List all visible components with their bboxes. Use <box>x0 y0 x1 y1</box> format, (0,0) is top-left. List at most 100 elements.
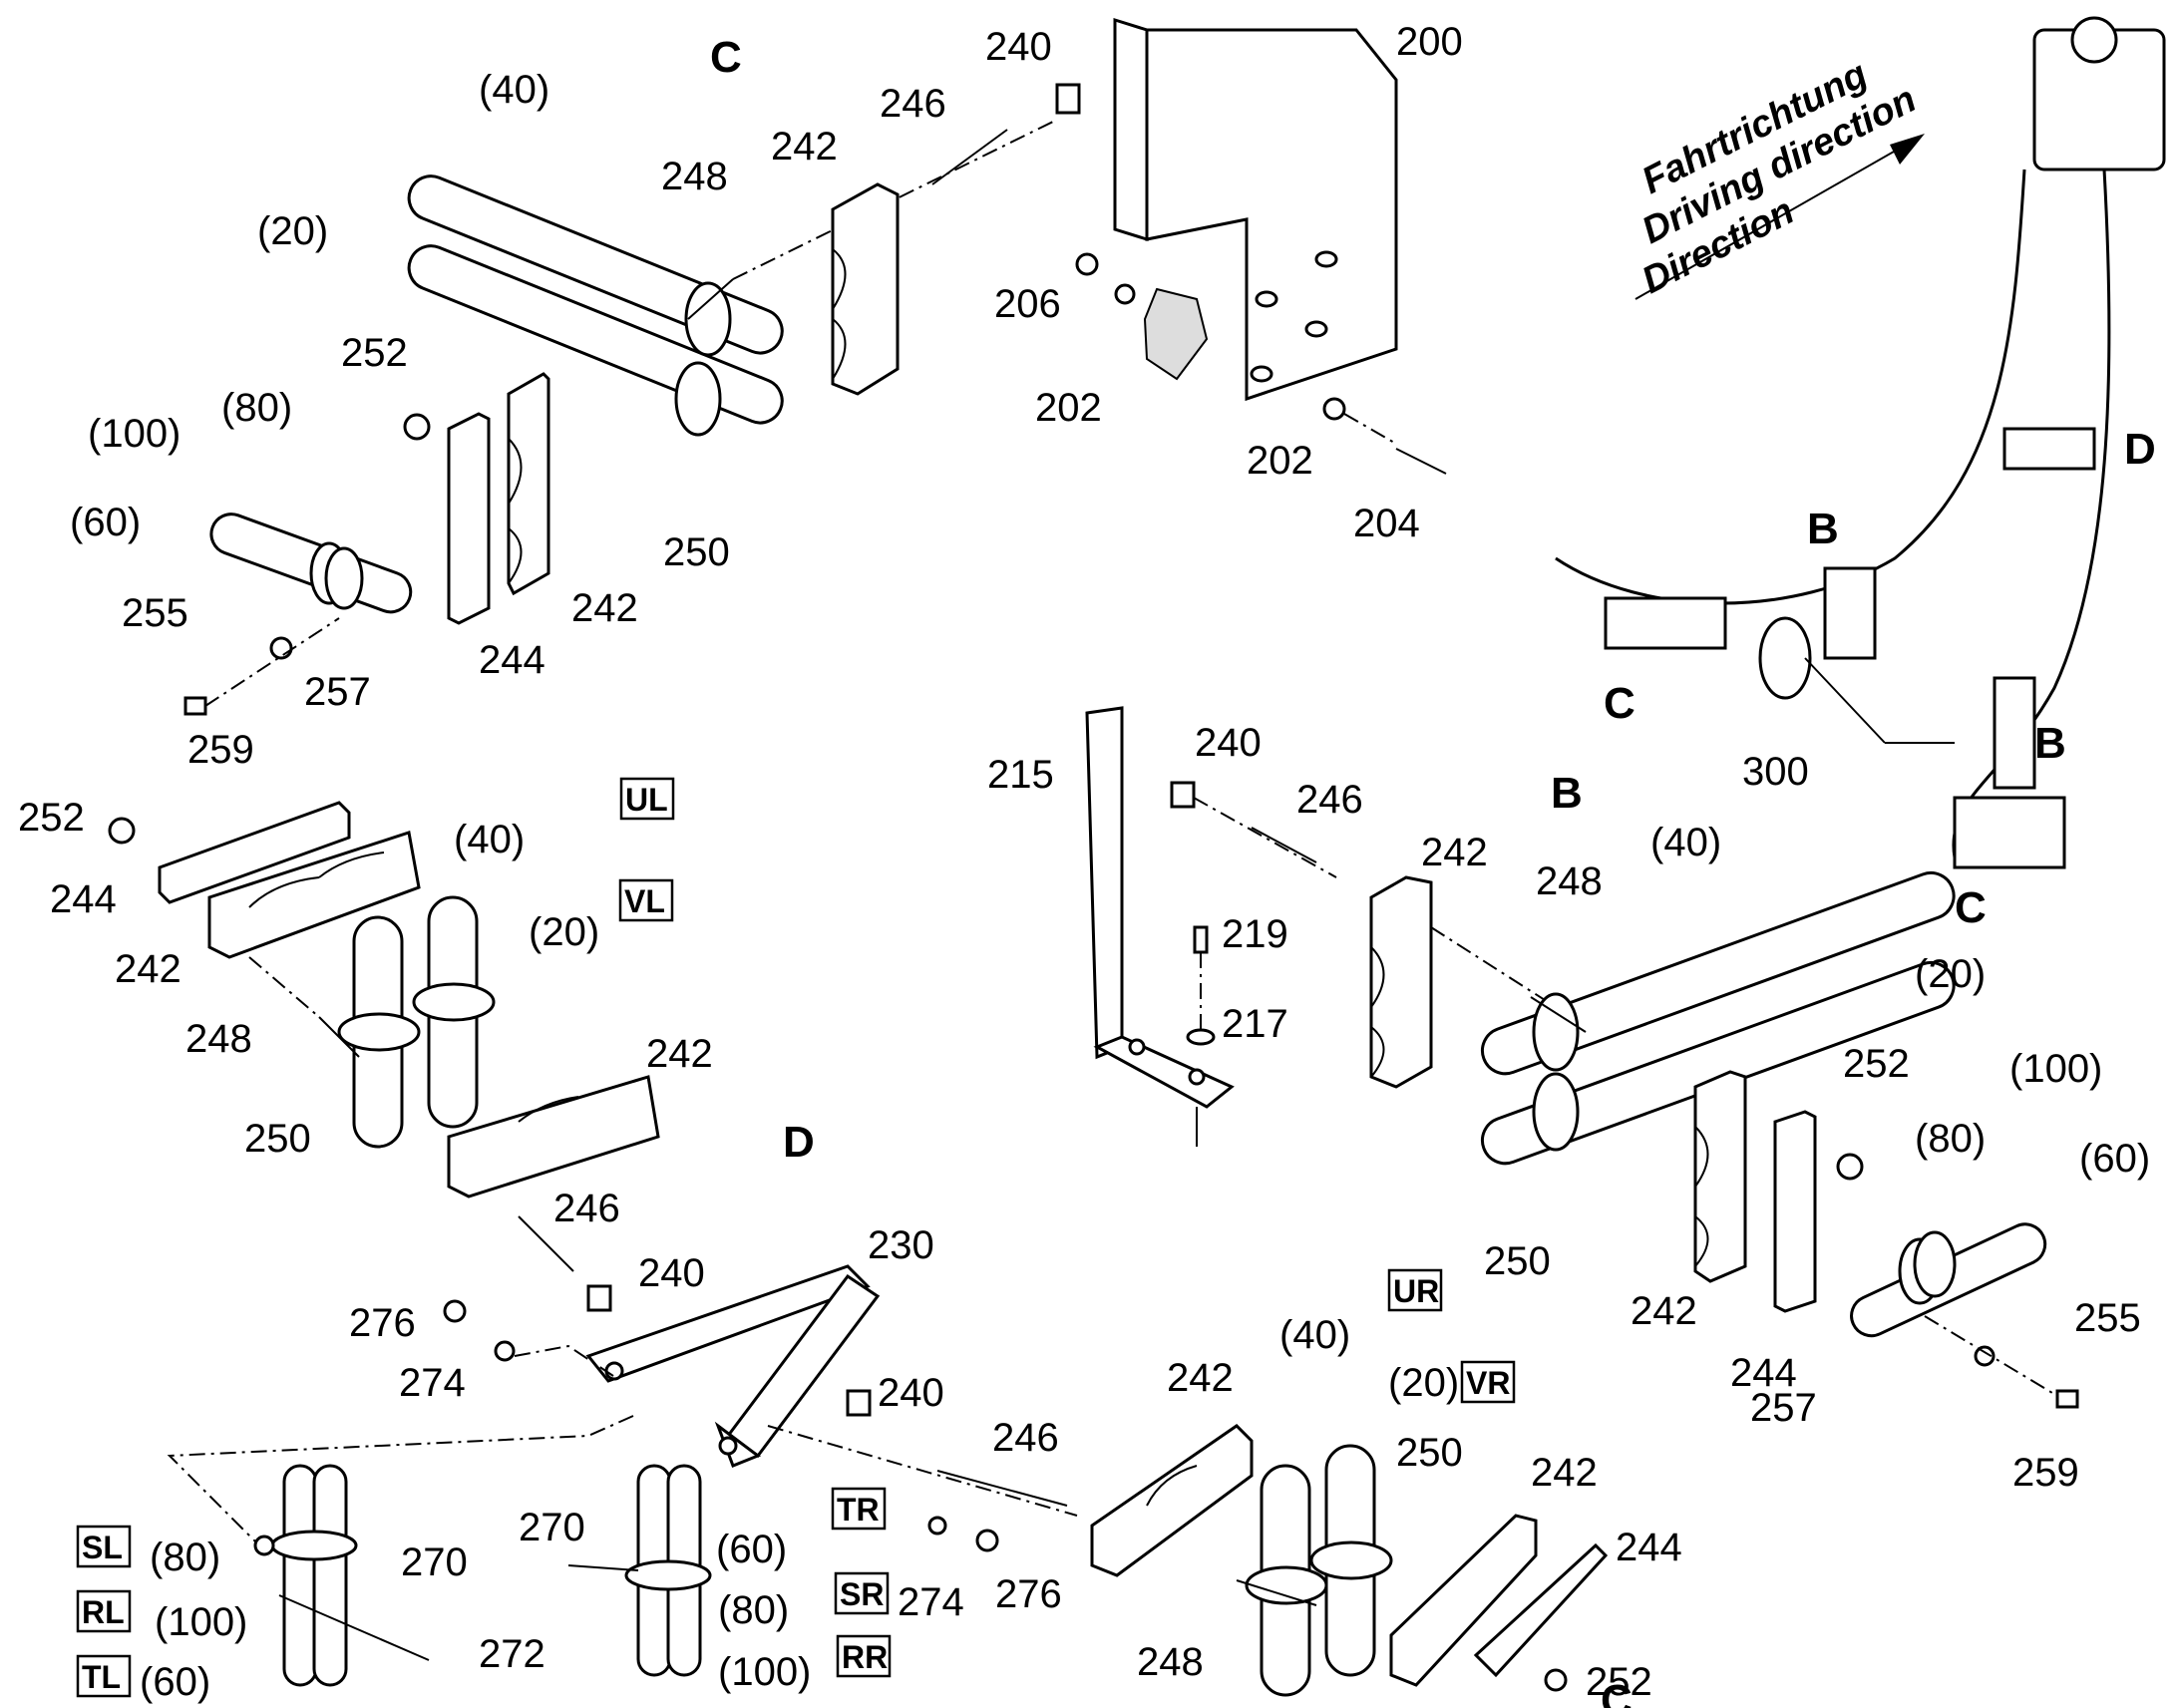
part-label-80: (80) <box>718 1588 789 1632</box>
code-text-rl: RL <box>82 1594 125 1630</box>
part-label-219: 219 <box>1222 912 1288 956</box>
part-label-244: 244 <box>1730 1351 1797 1395</box>
section-letter-c: C <box>1601 1676 1633 1708</box>
part-label-20: (20) <box>257 209 328 253</box>
section-letter-d: D <box>783 1118 815 1167</box>
part-labels: (40)(20)240246200248242206202202204252(8… <box>18 20 2150 1704</box>
part-label-202: 202 <box>1247 439 1313 483</box>
part-label-60: (60) <box>140 1660 210 1704</box>
part-label-257: 257 <box>304 670 371 714</box>
clamp-ring-250 <box>674 361 722 437</box>
washer-202 <box>1114 283 1136 305</box>
part-label-242: 242 <box>1631 1289 1697 1333</box>
section-letter-c: C <box>1604 679 1635 728</box>
code-box-vr: VR <box>1460 1360 1516 1404</box>
hose-40-right <box>1480 870 1956 1076</box>
part-label-242: 242 <box>1531 1451 1598 1495</box>
clamp-half-242-lower <box>447 1075 660 1198</box>
bolt-204 <box>1395 448 1447 475</box>
part-label-274: 274 <box>399 1361 466 1405</box>
plate-244 <box>1473 1542 1609 1678</box>
nut-276 <box>443 1299 467 1323</box>
part-label-204: 204 <box>1353 502 1420 545</box>
clamp-half-242-lower <box>507 372 550 596</box>
clamp-half-242 <box>1090 1424 1254 1577</box>
plate-244 <box>1773 1110 1817 1313</box>
code-box-rr: RR <box>836 1634 892 1678</box>
part-label-100: (100) <box>718 1650 811 1694</box>
part-label-242: 242 <box>571 586 638 630</box>
part-label-242: 242 <box>115 947 182 991</box>
part-label-240: 240 <box>1195 721 1262 765</box>
part-label-240: 240 <box>638 1251 705 1295</box>
part-label-252: 252 <box>1843 1042 1910 1086</box>
bracket-200 <box>1075 17 1447 475</box>
code-text-vr: VR <box>1466 1365 1510 1401</box>
bolt-219 <box>1193 925 1209 954</box>
part-label-100: (100) <box>155 1600 247 1644</box>
code-text-rr: RR <box>842 1639 888 1675</box>
plate-244 <box>447 412 491 625</box>
part-label-244: 244 <box>50 877 117 921</box>
part-label-248: 248 <box>661 155 728 198</box>
code-box-ul: UL <box>619 777 675 821</box>
bracket-215 <box>1085 706 1337 1147</box>
section-letter-b: B <box>1807 505 1839 553</box>
part-label-40: (40) <box>1279 1313 1350 1357</box>
part-label-40: (40) <box>479 68 549 112</box>
code-box-vl: VL <box>618 878 674 922</box>
part-label-252: 252 <box>1586 1660 1652 1704</box>
part-label-248: 248 <box>1137 1640 1204 1684</box>
section-letter-d: D <box>2124 425 2156 474</box>
part-label-20: (20) <box>1388 1361 1459 1405</box>
clamp-half-242 <box>207 831 421 959</box>
clamp-ring-250 <box>684 281 732 357</box>
part-label-80: (80) <box>150 1536 220 1579</box>
screw-272 <box>567 1564 639 1571</box>
part-label-60: (60) <box>716 1528 787 1571</box>
part-label-248: 248 <box>185 1017 252 1061</box>
part-label-242: 242 <box>1167 1356 1234 1400</box>
washer-257 <box>269 636 293 660</box>
part-label-217: 217 <box>1222 1002 1288 1046</box>
bracket-230 <box>167 1264 881 1556</box>
driving-direction-arrow <box>1635 134 1925 300</box>
code-text-tl: TL <box>82 1659 121 1695</box>
part-label-246: 246 <box>553 1187 620 1230</box>
washer-274 <box>494 1340 516 1362</box>
part-label-246: 246 <box>1296 778 1363 822</box>
washer-274 <box>927 1516 947 1536</box>
part-label-272: 272 <box>479 1632 545 1676</box>
hose-bundle-bottom-left <box>253 1464 430 1687</box>
part-label-100: (100) <box>2009 1047 2102 1091</box>
part-label-215: 215 <box>987 753 1054 797</box>
code-text-ur: UR <box>1393 1273 1439 1309</box>
code-box-sl: SL <box>76 1525 132 1568</box>
code-box-sr: SR <box>834 1571 890 1615</box>
part-label-252: 252 <box>341 331 408 375</box>
code-box-tr: TR <box>831 1487 887 1531</box>
nut-240 <box>1055 83 1081 115</box>
part-label-274: 274 <box>898 1580 964 1624</box>
part-label-276: 276 <box>995 1572 1062 1616</box>
part-label-270: 270 <box>401 1540 468 1584</box>
part-label-40: (40) <box>454 818 525 861</box>
code-box-rl: RL <box>76 1589 132 1633</box>
part-label-80: (80) <box>221 386 292 430</box>
part-label-206: 206 <box>994 282 1061 326</box>
part-label-255: 255 <box>2074 1296 2141 1340</box>
part-label-202: 202 <box>1035 386 1102 430</box>
assembly-b-right <box>1369 870 2079 1409</box>
section-letter-b: B <box>2034 719 2066 768</box>
section-letter-c: C <box>1955 883 1987 932</box>
assembly-d-left <box>108 801 660 1312</box>
part-label-259: 259 <box>2012 1451 2079 1495</box>
part-label-255: 255 <box>122 591 188 635</box>
code-box-ur: UR <box>1387 1268 1443 1312</box>
hose-bundle-bottom-middle <box>567 1464 712 1677</box>
part-label-40: (40) <box>1650 821 1721 864</box>
section-letter-c: C <box>710 33 742 82</box>
